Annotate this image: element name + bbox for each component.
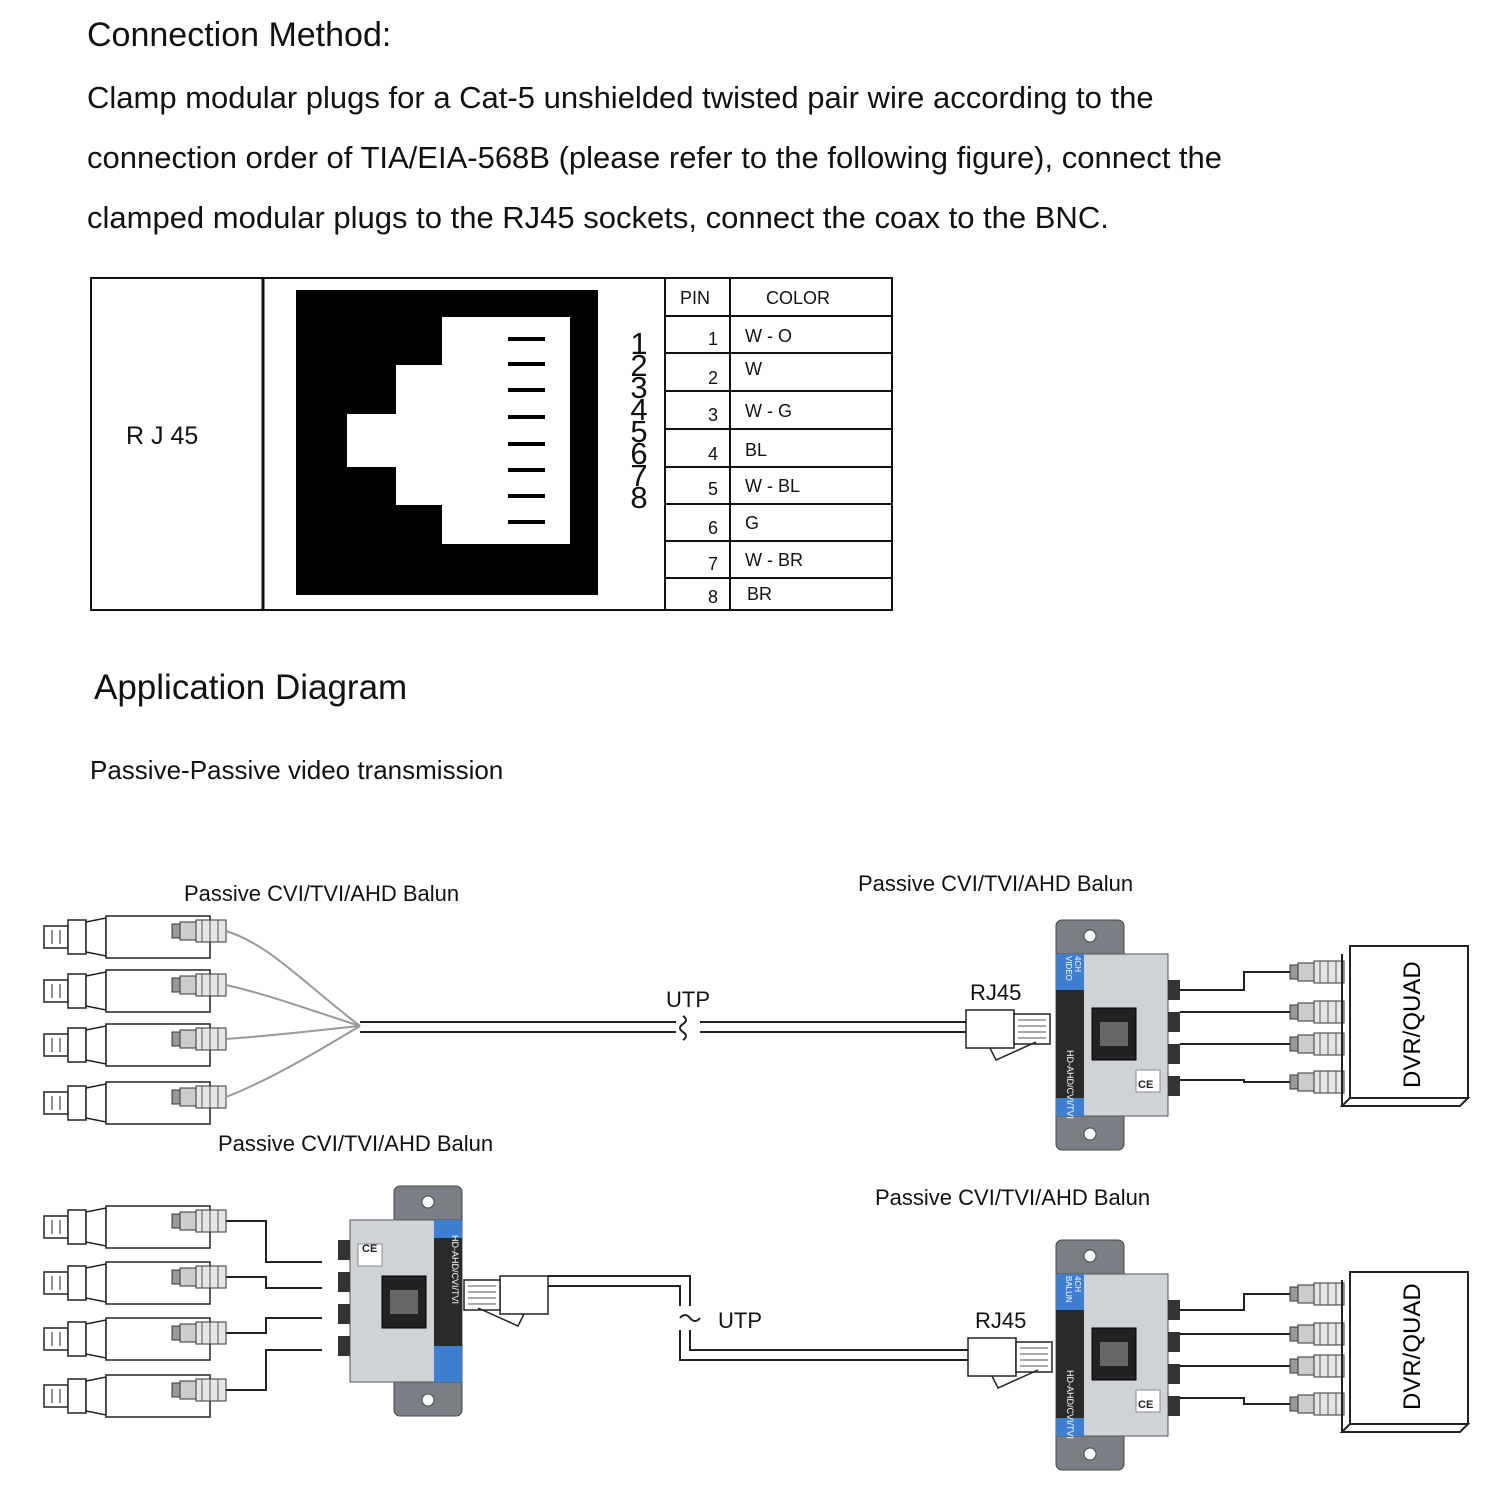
bottom-left-rj45-plug [463, 1275, 549, 1327]
connection-line-2: connection order of TIA/EIA-568B (please… [87, 140, 1223, 175]
color-column-header: COLOR [766, 288, 831, 308]
pin-color: G [745, 513, 760, 533]
bottom-utp-label: UTP [718, 1308, 762, 1333]
top-dvr-label: DVR/QUAD [1399, 961, 1426, 1088]
pin-color: BL [745, 440, 768, 460]
balun-video-text: VIDEO [1064, 956, 1073, 981]
top-utp-cable [360, 1015, 966, 1041]
bottom-utp-cable [548, 1275, 968, 1361]
pin-color: W - BL [745, 476, 801, 496]
connector-label: R J 45 [126, 422, 199, 450]
top-rj45-label: RJ45 [970, 980, 1022, 1005]
connection-line-3: clamped modular plugs to the RJ45 socket… [87, 200, 1109, 235]
balun-channels-text: 4CH [1073, 956, 1082, 972]
pin-table-frame [90, 277, 893, 611]
balun-channels-text: 4CH [1073, 1276, 1082, 1292]
bottom-left-wires [226, 1220, 322, 1391]
application-subtitle: Passive-Passive video transmission [90, 755, 504, 785]
top-right-outputs [1180, 971, 1290, 1083]
pin-number: 8 [708, 587, 719, 607]
side-pin-number: 1 [630, 326, 648, 361]
side-pin-number: 4 [630, 392, 648, 427]
top-twisted-pairs [225, 930, 361, 1098]
ce-mark: CE [1138, 1399, 1153, 1411]
side-pin-number: 5 [630, 414, 648, 449]
side-pin-number: 3 [630, 370, 648, 405]
pin-number: 7 [708, 554, 719, 574]
pin-number: 3 [708, 405, 719, 425]
balun-balun-text: BALUN [1064, 1276, 1073, 1303]
pin-number-column: 1 2 3 4 5 6 7 8 [626, 326, 652, 515]
top-right-bnc-tails [1289, 960, 1345, 1094]
ce-mark: CE [362, 1243, 377, 1255]
balun-format-text: HD-AHD/CVI/TVI [1065, 1050, 1075, 1119]
pin-color: W - G [745, 401, 792, 421]
side-pin-number: 8 [630, 480, 648, 515]
side-pin-number: 6 [630, 436, 648, 471]
side-pin-number: 2 [630, 348, 648, 383]
rj45-pin-table: R J 45 1 2 3 4 5 6 7 8 PIN COLOR 1 W - O… [90, 277, 893, 611]
bottom-left-balun [337, 1185, 463, 1417]
pin-number: 6 [708, 518, 719, 538]
top-left-balun-label: Passive CVI/TVI/AHD Balun [184, 881, 460, 906]
pin-number: 1 [708, 329, 719, 349]
pin-color: W [745, 359, 762, 379]
connection-heading: Connection Method: [87, 16, 392, 54]
pin-number: 5 [708, 479, 719, 499]
top-utp-label: UTP [666, 987, 710, 1012]
bottom-right-outputs [1180, 1293, 1290, 1405]
pin-number: 2 [708, 368, 719, 388]
pin-column-header: PIN [680, 288, 711, 308]
bottom-left-balun-label: Passive CVI/TVI/AHD Balun [218, 1131, 494, 1156]
rj45-socket-graphic [296, 290, 598, 595]
pin-color: W - O [745, 326, 792, 346]
bottom-right-balun-label: Passive CVI/TVI/AHD Balun [875, 1185, 1151, 1210]
application-title: Application Diagram [94, 668, 408, 707]
bottom-right-bnc-tails [1289, 1282, 1345, 1416]
bottom-rj45-label: RJ45 [975, 1308, 1027, 1333]
balun-format-text: HD-AHD/CVI/TVI [1065, 1370, 1075, 1439]
top-right-balun-label: Passive CVI/TVI/AHD Balun [858, 871, 1134, 896]
pin-color: BR [747, 584, 773, 604]
ce-mark: CE [1138, 1079, 1153, 1091]
top-rj45-plug [965, 1009, 1051, 1061]
balun-format-text: HD-AHD/CVI/TVI [450, 1235, 460, 1304]
pin-number: 4 [708, 444, 719, 464]
bottom-rj45-plug [967, 1337, 1053, 1389]
pin-color: W - BR [745, 550, 803, 570]
bottom-dvr-label: DVR/QUAD [1399, 1283, 1426, 1410]
side-pin-number: 7 [630, 458, 648, 493]
connection-line-1: Clamp modular plugs for a Cat-5 unshield… [87, 80, 1154, 115]
